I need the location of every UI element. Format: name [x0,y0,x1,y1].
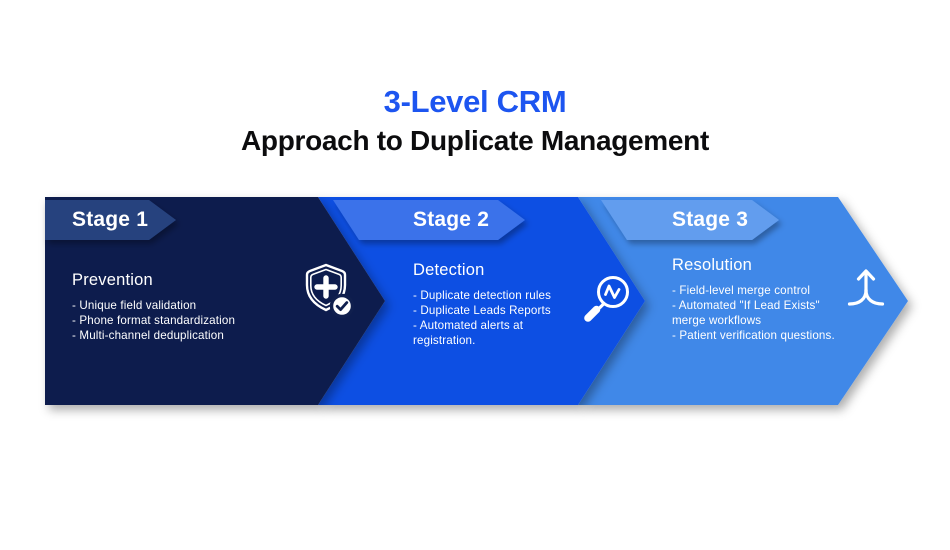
magnifier-pulse-icon [579,268,633,327]
stage1-banner-shape [45,200,176,240]
stage3-item-list: - Field-level merge control - Automated … [672,283,862,343]
stage1-content: Prevention - Unique field validation - P… [72,271,287,343]
page-subtitle: Approach to Duplicate Management [240,125,709,156]
stage1-banner-label: Stage 1 [72,208,149,231]
title-block: 3-Level CRM Approach to Duplicate Manage… [0,84,950,157]
stage3-banner-label: Stage 3 [672,208,749,231]
list-item: - Duplicate detection rules [413,289,552,302]
stage1-item-list: - Unique field validation - Phone format… [72,298,287,343]
stage3-banner-shape [601,200,779,240]
stage2-item-list: - Duplicate detection rules - Duplicate … [413,288,573,348]
list-item: - Unique field validation [72,299,197,312]
stage2-banner-label: Stage 2 [413,208,490,231]
stage3-heading: Resolution [672,256,752,274]
stage2-body-shape [318,197,645,405]
list-item: - Field-level merge control [672,284,811,297]
stage2-banner-shape [333,200,525,240]
stage1-heading: Prevention [72,271,153,289]
stage2-heading: Detection [413,261,485,279]
merge-arrows-icon [846,268,886,323]
stage2-content: Detection - Duplicate detection rules - … [413,261,573,348]
stage3-content: Resolution - Field-level merge control -… [672,256,862,343]
list-item: - Multi-channel deduplication [72,329,224,342]
shield-plus-check-icon [303,262,357,325]
page-title: 3-Level CRM [383,84,567,119]
list-item: - Patient verification questions. [672,329,835,342]
stage1-body-shape [45,197,385,405]
list-item: - Automated "If Lead Exists" merge workf… [672,299,820,327]
list-item: - Phone format standardization [72,314,236,327]
list-item: - Duplicate Leads Reports [413,304,551,317]
stage3-body-shape [578,197,908,405]
list-item: - Automated alerts at registration. [413,319,524,347]
